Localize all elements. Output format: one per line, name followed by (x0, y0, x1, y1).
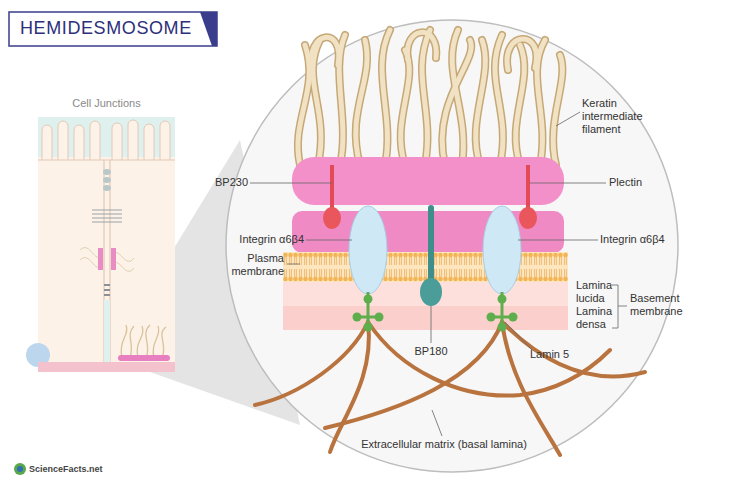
part-label: Plasma membrane (228, 252, 284, 278)
cell-junction-inset (26, 117, 175, 372)
integrin-right (483, 206, 521, 294)
part-label: Basement membrane (630, 292, 690, 318)
watermark: ScienceFacts.net (29, 463, 139, 476)
part-label: Extracellular matrix (basal lamina) (322, 438, 566, 451)
lamina-densa-band (283, 306, 568, 330)
part-label: Plectin (609, 176, 659, 189)
part-label: Keratin intermediate filament (582, 97, 650, 136)
keratin-filaments (298, 30, 563, 165)
panel-heading: Cell Junctions (38, 96, 175, 110)
part-label: Integrin α6β4 (600, 233, 690, 246)
ecm-fibers (255, 322, 645, 455)
title-frame (9, 12, 217, 46)
leader-lines (250, 112, 627, 436)
zoom-circle (226, 20, 678, 472)
bp230-protein (323, 165, 341, 229)
part-label: Lamina lucida (576, 279, 616, 305)
part-label: Integrin α6β4 (216, 233, 304, 246)
laminin-crosses (353, 292, 518, 332)
bp180-protein (420, 205, 442, 306)
part-label: BP180 (409, 345, 453, 358)
inset-panel: Cell Junctions (38, 96, 175, 372)
plectin-protein (519, 165, 537, 229)
diagram-title: HEMIDESMOSOME (20, 18, 192, 39)
part-label: Lamin 5 (530, 348, 580, 361)
part-label: Lamina densa (576, 305, 616, 331)
part-label: BP230 (196, 176, 248, 189)
lipid-bilayer (283, 252, 568, 282)
integrin-left (349, 206, 387, 294)
watermark-icon (14, 463, 26, 475)
